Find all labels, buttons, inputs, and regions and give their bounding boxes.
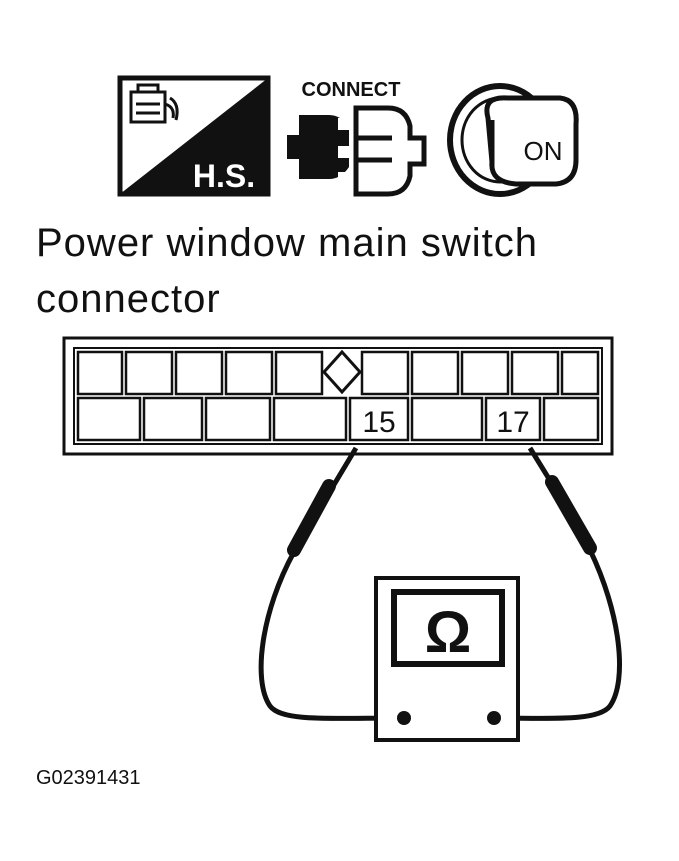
- connect-label: CONNECT: [302, 79, 401, 101]
- test-lead-left: [258, 446, 405, 721]
- meter-terminal-right: [487, 711, 501, 725]
- connect-icon: CONNECT: [287, 79, 427, 197]
- pin-label-17: 17: [496, 406, 529, 439]
- title-line-2: connector: [36, 277, 221, 321]
- test-lead-right: [493, 446, 622, 721]
- title-line-1: Power window main switch: [36, 221, 538, 265]
- ignition-on-icon: ON: [447, 83, 579, 197]
- harness-side-icon: H.S.: [117, 75, 271, 197]
- switch-connector: 15 17: [62, 336, 614, 456]
- ohmmeter: Ω: [374, 576, 520, 742]
- connector-key-diamond: [321, 349, 363, 395]
- ohm-symbol: Ω: [425, 600, 472, 665]
- meter-terminal-left: [397, 711, 411, 725]
- connector-bottom-row: [76, 396, 600, 442]
- figure-code: G02391431: [36, 767, 141, 789]
- hs-label: H.S.: [193, 158, 255, 194]
- connector-top-row: [76, 350, 600, 396]
- connector-sketch-icon: [129, 83, 179, 124]
- ignition-on-label: ON: [524, 136, 563, 166]
- pin-label-15: 15: [362, 406, 395, 439]
